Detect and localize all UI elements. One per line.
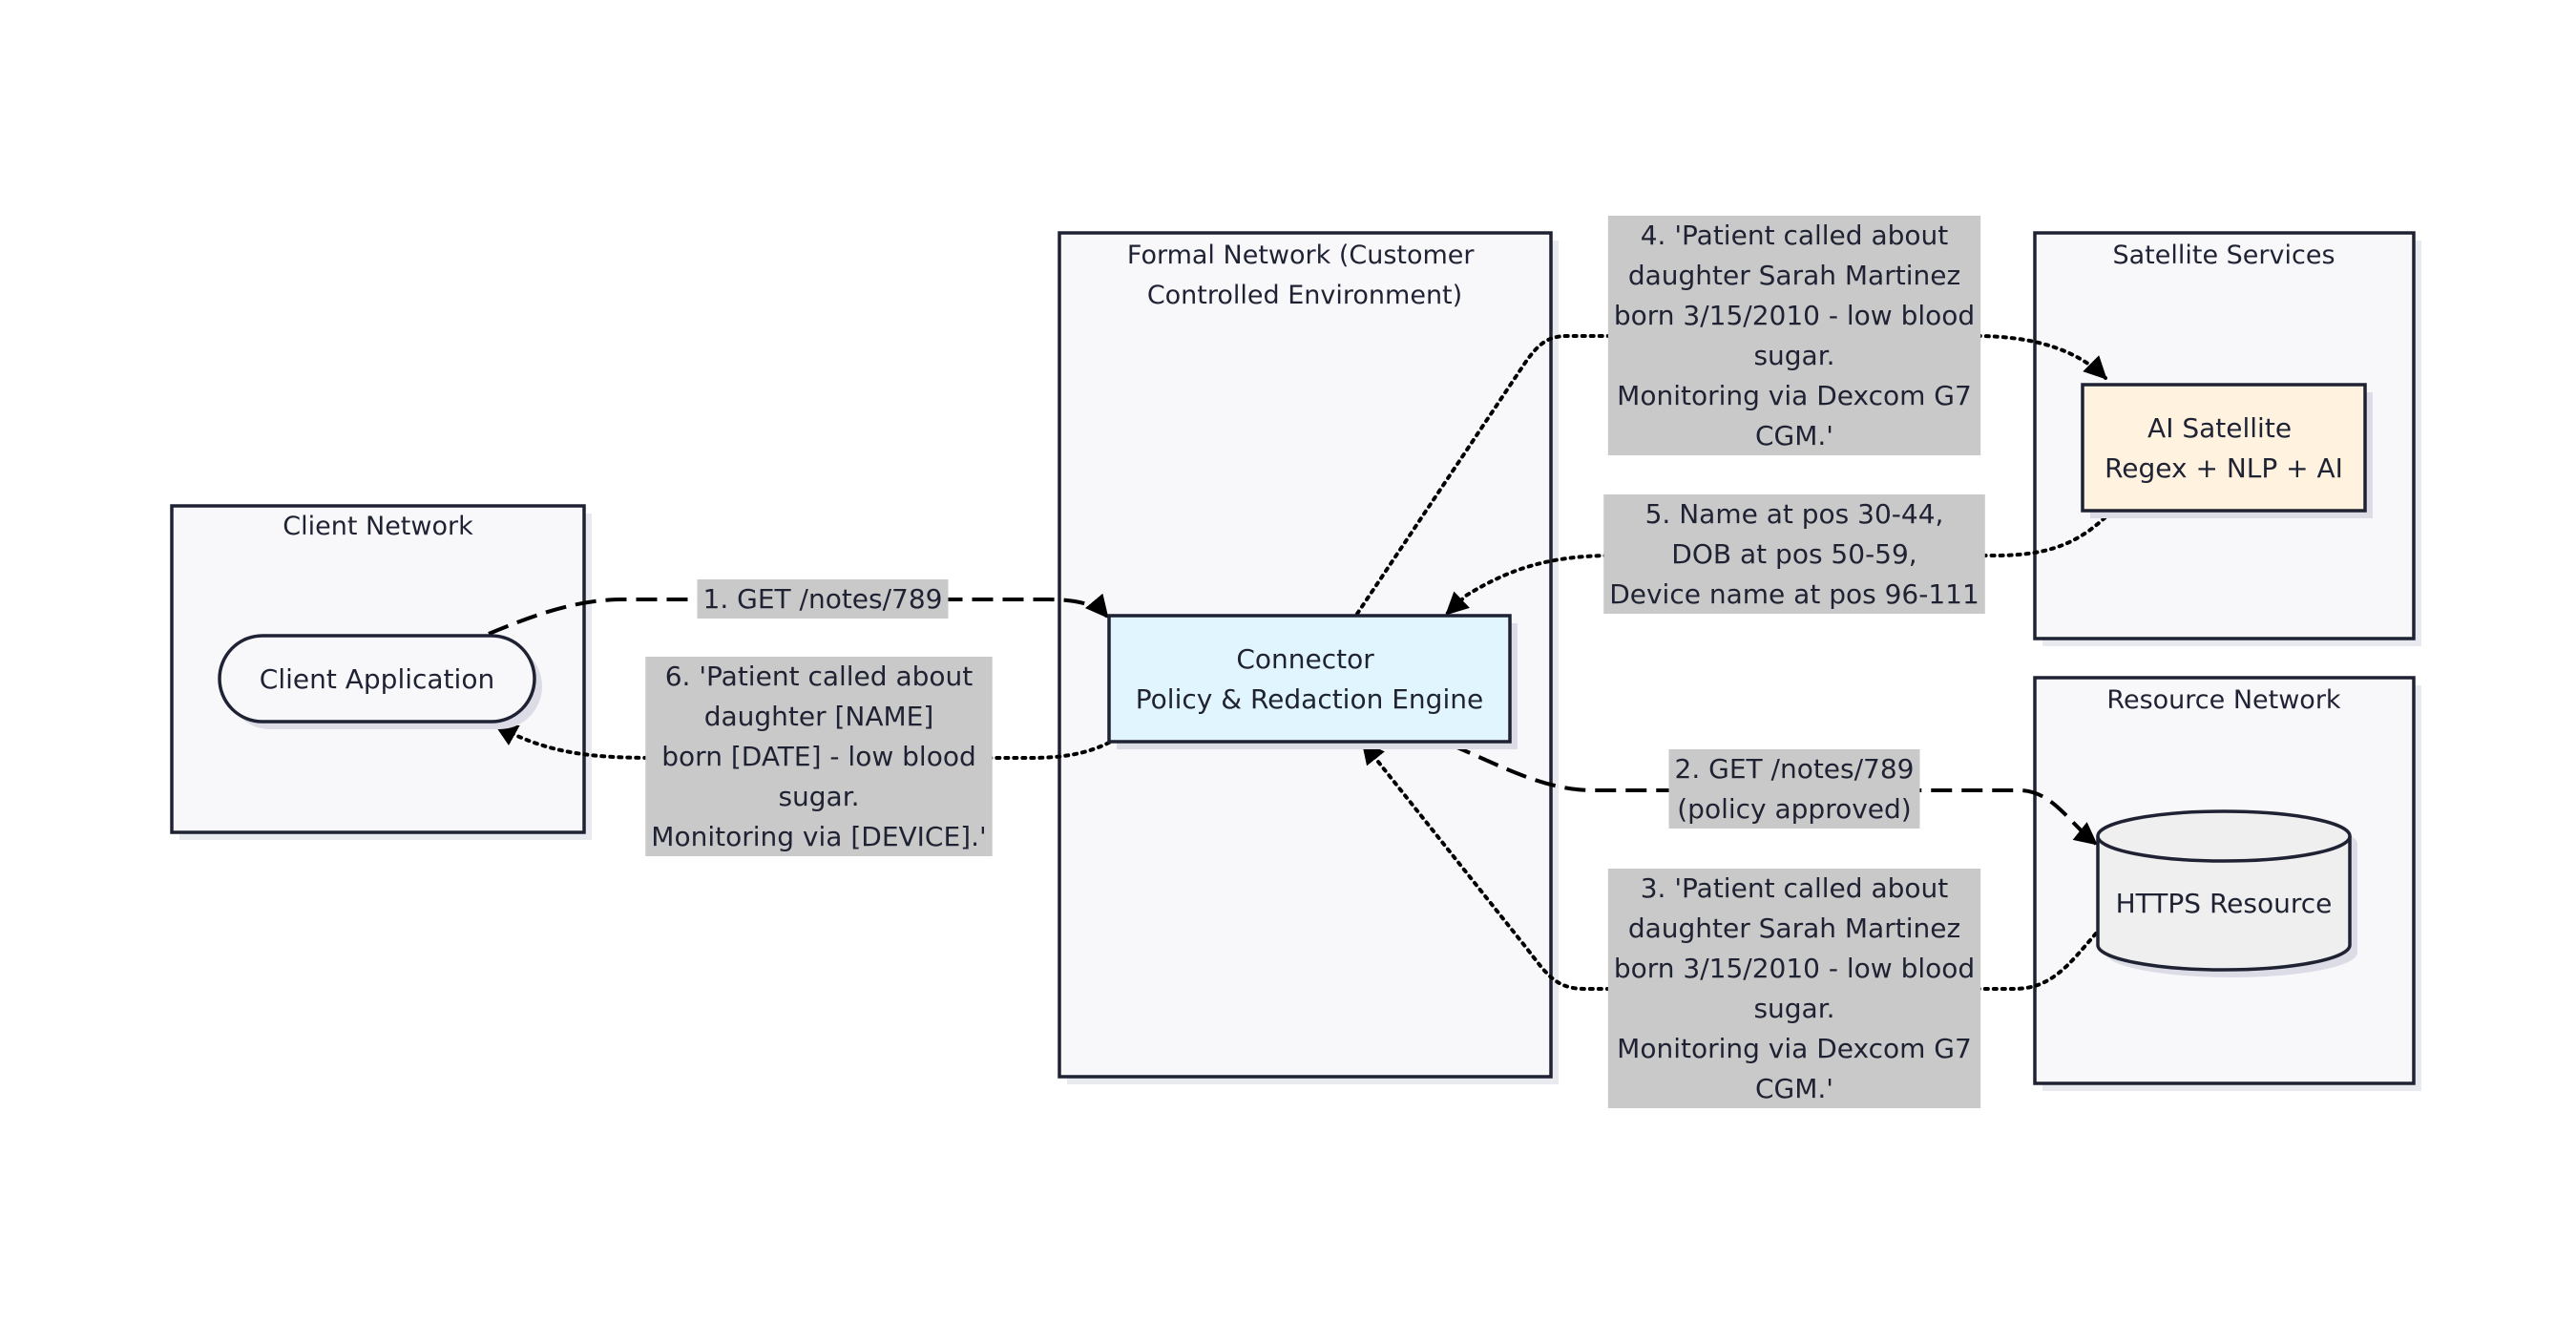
group-title-satellite-services: Satellite Services xyxy=(2112,241,2335,270)
edge-label-text: 1. GET /notes/789 xyxy=(703,583,943,615)
node-ai-satellite[interactable]: AI Satellite Regex + NLP + AI xyxy=(2081,383,2373,518)
group-title-line: Formal Network (Customer xyxy=(1127,241,1476,270)
edge-label-line: 4. 'Patient called about xyxy=(1641,220,1949,251)
edge-label-line: 5. Name at pos 30-44, xyxy=(1645,498,1944,530)
edge-label-line: sugar. xyxy=(1753,340,1834,371)
edge-label-line: CGM.' xyxy=(1755,1073,1833,1104)
edge-label-line: born 3/15/2010 - low blood xyxy=(1614,300,1975,331)
node-label: AI Satellite Regex + NLP + AI xyxy=(2105,412,2343,484)
edge-label-line: 1. GET /notes/789 xyxy=(703,583,943,615)
group-title-client-network: Client Network xyxy=(283,512,473,541)
node-connector[interactable]: Connector Policy & Redaction Engine xyxy=(1107,614,1518,749)
edge-label-line: sugar. xyxy=(1753,993,1834,1024)
node-label: Connector Policy & Redaction Engine xyxy=(1136,643,1483,715)
edge-label-line: Monitoring via Dexcom G7 xyxy=(1617,380,1972,411)
node-label-line: Policy & Redaction Engine xyxy=(1136,683,1483,715)
edge-label-background xyxy=(697,579,949,619)
edge-label-line: born [DATE] - low blood xyxy=(661,741,975,772)
edge-label-line: 6. 'Patient called about xyxy=(665,661,974,692)
edge-label-line: daughter [NAME] xyxy=(704,701,934,732)
edge-label-line: DOB at pos 50-59, xyxy=(1671,538,1916,570)
edge-label-line: sugar. xyxy=(778,781,859,812)
node-https-resource[interactable]: HTTPS Resource xyxy=(2096,809,2357,977)
edge-label-line: Device name at pos 96-111 xyxy=(1609,578,1979,610)
edge-label-line: CGM.' xyxy=(1755,420,1833,451)
edge-label-line: Monitoring via [DEVICE].' xyxy=(651,821,986,852)
edge-label-text: 5. Name at pos 30-44, DOB at pos 50-59, De… xyxy=(1609,498,1979,610)
edge-label-line: 3. 'Patient called about xyxy=(1641,872,1949,904)
edge-label-background xyxy=(1603,494,1985,614)
edge-label-background xyxy=(645,657,993,856)
group-title-resource-network: Resource Network xyxy=(2106,685,2341,715)
edge-step1-request xyxy=(488,593,1109,636)
edge-label-line: born 3/15/2010 - low blood xyxy=(1614,953,1975,984)
edge-label-text: 2. GET /notes/789 (policy approved) xyxy=(1675,753,1915,825)
node-label-line: Connector xyxy=(1236,643,1374,675)
edge-label-background xyxy=(1668,749,1920,829)
edge-label-line: daughter Sarah Martinez xyxy=(1628,260,1960,291)
edge-label-text: 6. 'Patient called about daughter [NAME] b… xyxy=(651,661,986,852)
edge-label-step4: 4. 'Patient called about daughter Sarah M… xyxy=(1607,216,1981,455)
edge-label-background xyxy=(1607,216,1981,455)
edge-label-step5: 5. Name at pos 30-44, DOB at pos 50-59, De… xyxy=(1603,494,1985,614)
node-label-line: AI Satellite xyxy=(2147,412,2292,444)
edge-step4-to-satellite xyxy=(1355,334,2107,616)
group-title-formal-network: Formal Network (Customer Controlled Envi… xyxy=(1127,241,1482,310)
edge-label-text: 4. 'Patient called about daughter Sarah M… xyxy=(1614,220,1975,451)
edge-label-background xyxy=(1607,869,1981,1108)
node-label-line: Regex + NLP + AI xyxy=(2105,452,2343,484)
edge-label-line: Monitoring via Dexcom G7 xyxy=(1617,1033,1972,1064)
node-label: Client Application xyxy=(260,663,494,695)
edge-label-line: daughter Sarah Martinez xyxy=(1628,913,1960,944)
edge-label-step3: 3. 'Patient called about daughter Sarah M… xyxy=(1607,869,1981,1108)
group-title-line: Controlled Environment) xyxy=(1147,281,1462,310)
edge-label-step1: 1. GET /notes/789 xyxy=(697,579,949,619)
edge-label-text: 3. 'Patient called about daughter Sarah M… xyxy=(1614,872,1975,1104)
node-client-application[interactable]: Client Application xyxy=(218,634,542,729)
edge-step2-forward xyxy=(1450,743,2098,846)
edge-label-step6: 6. 'Patient called about daughter [NAME] b… xyxy=(645,657,993,856)
edge-label-line: 2. GET /notes/789 xyxy=(1675,753,1915,785)
edge-label-line: (policy approved) xyxy=(1677,793,1911,825)
node-label: HTTPS Resource xyxy=(2116,888,2333,919)
edge-label-step2: 2. GET /notes/789 (policy approved) xyxy=(1668,749,1920,829)
